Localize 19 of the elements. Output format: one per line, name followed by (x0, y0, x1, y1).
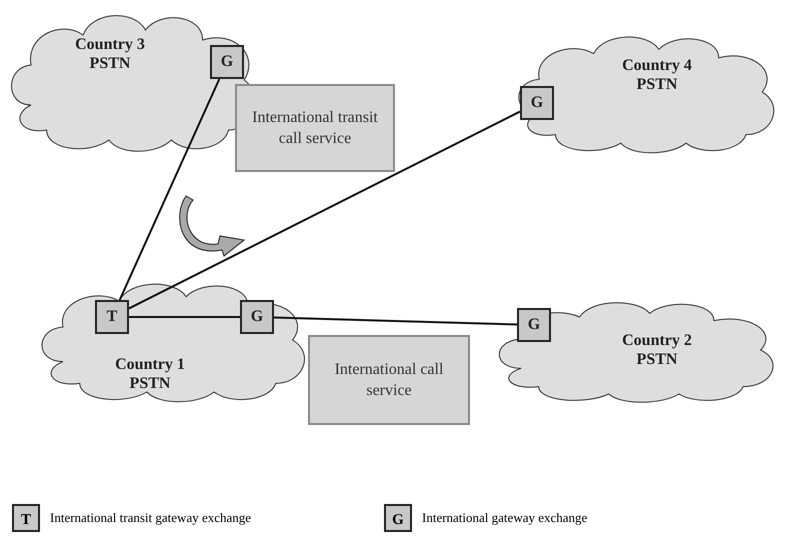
service-box: International call service (308, 335, 470, 425)
exchange-box: G (517, 308, 551, 342)
connection-line (129, 316, 240, 318)
connection-line (118, 78, 220, 300)
connection-line (128, 110, 520, 310)
network-name: Country 1 PSTN (114, 355, 186, 393)
legend-sample: G (384, 504, 412, 532)
exchange-box: T (95, 300, 129, 334)
exchange-box: G (240, 300, 274, 334)
network-name: Country 3 PSTN (74, 35, 146, 73)
legend-text: International gateway exchange (422, 510, 588, 526)
network-name: Country 2 PSTN (621, 331, 693, 369)
legend-text: International transit gateway exchange (50, 510, 252, 526)
legend-sample: T (12, 504, 40, 532)
exchange-box: G (210, 45, 244, 79)
service-box: International transit call service (235, 84, 395, 172)
connection-line (274, 316, 518, 326)
network-name: Country 4 PSTN (621, 56, 693, 94)
exchange-box: G (520, 86, 554, 120)
